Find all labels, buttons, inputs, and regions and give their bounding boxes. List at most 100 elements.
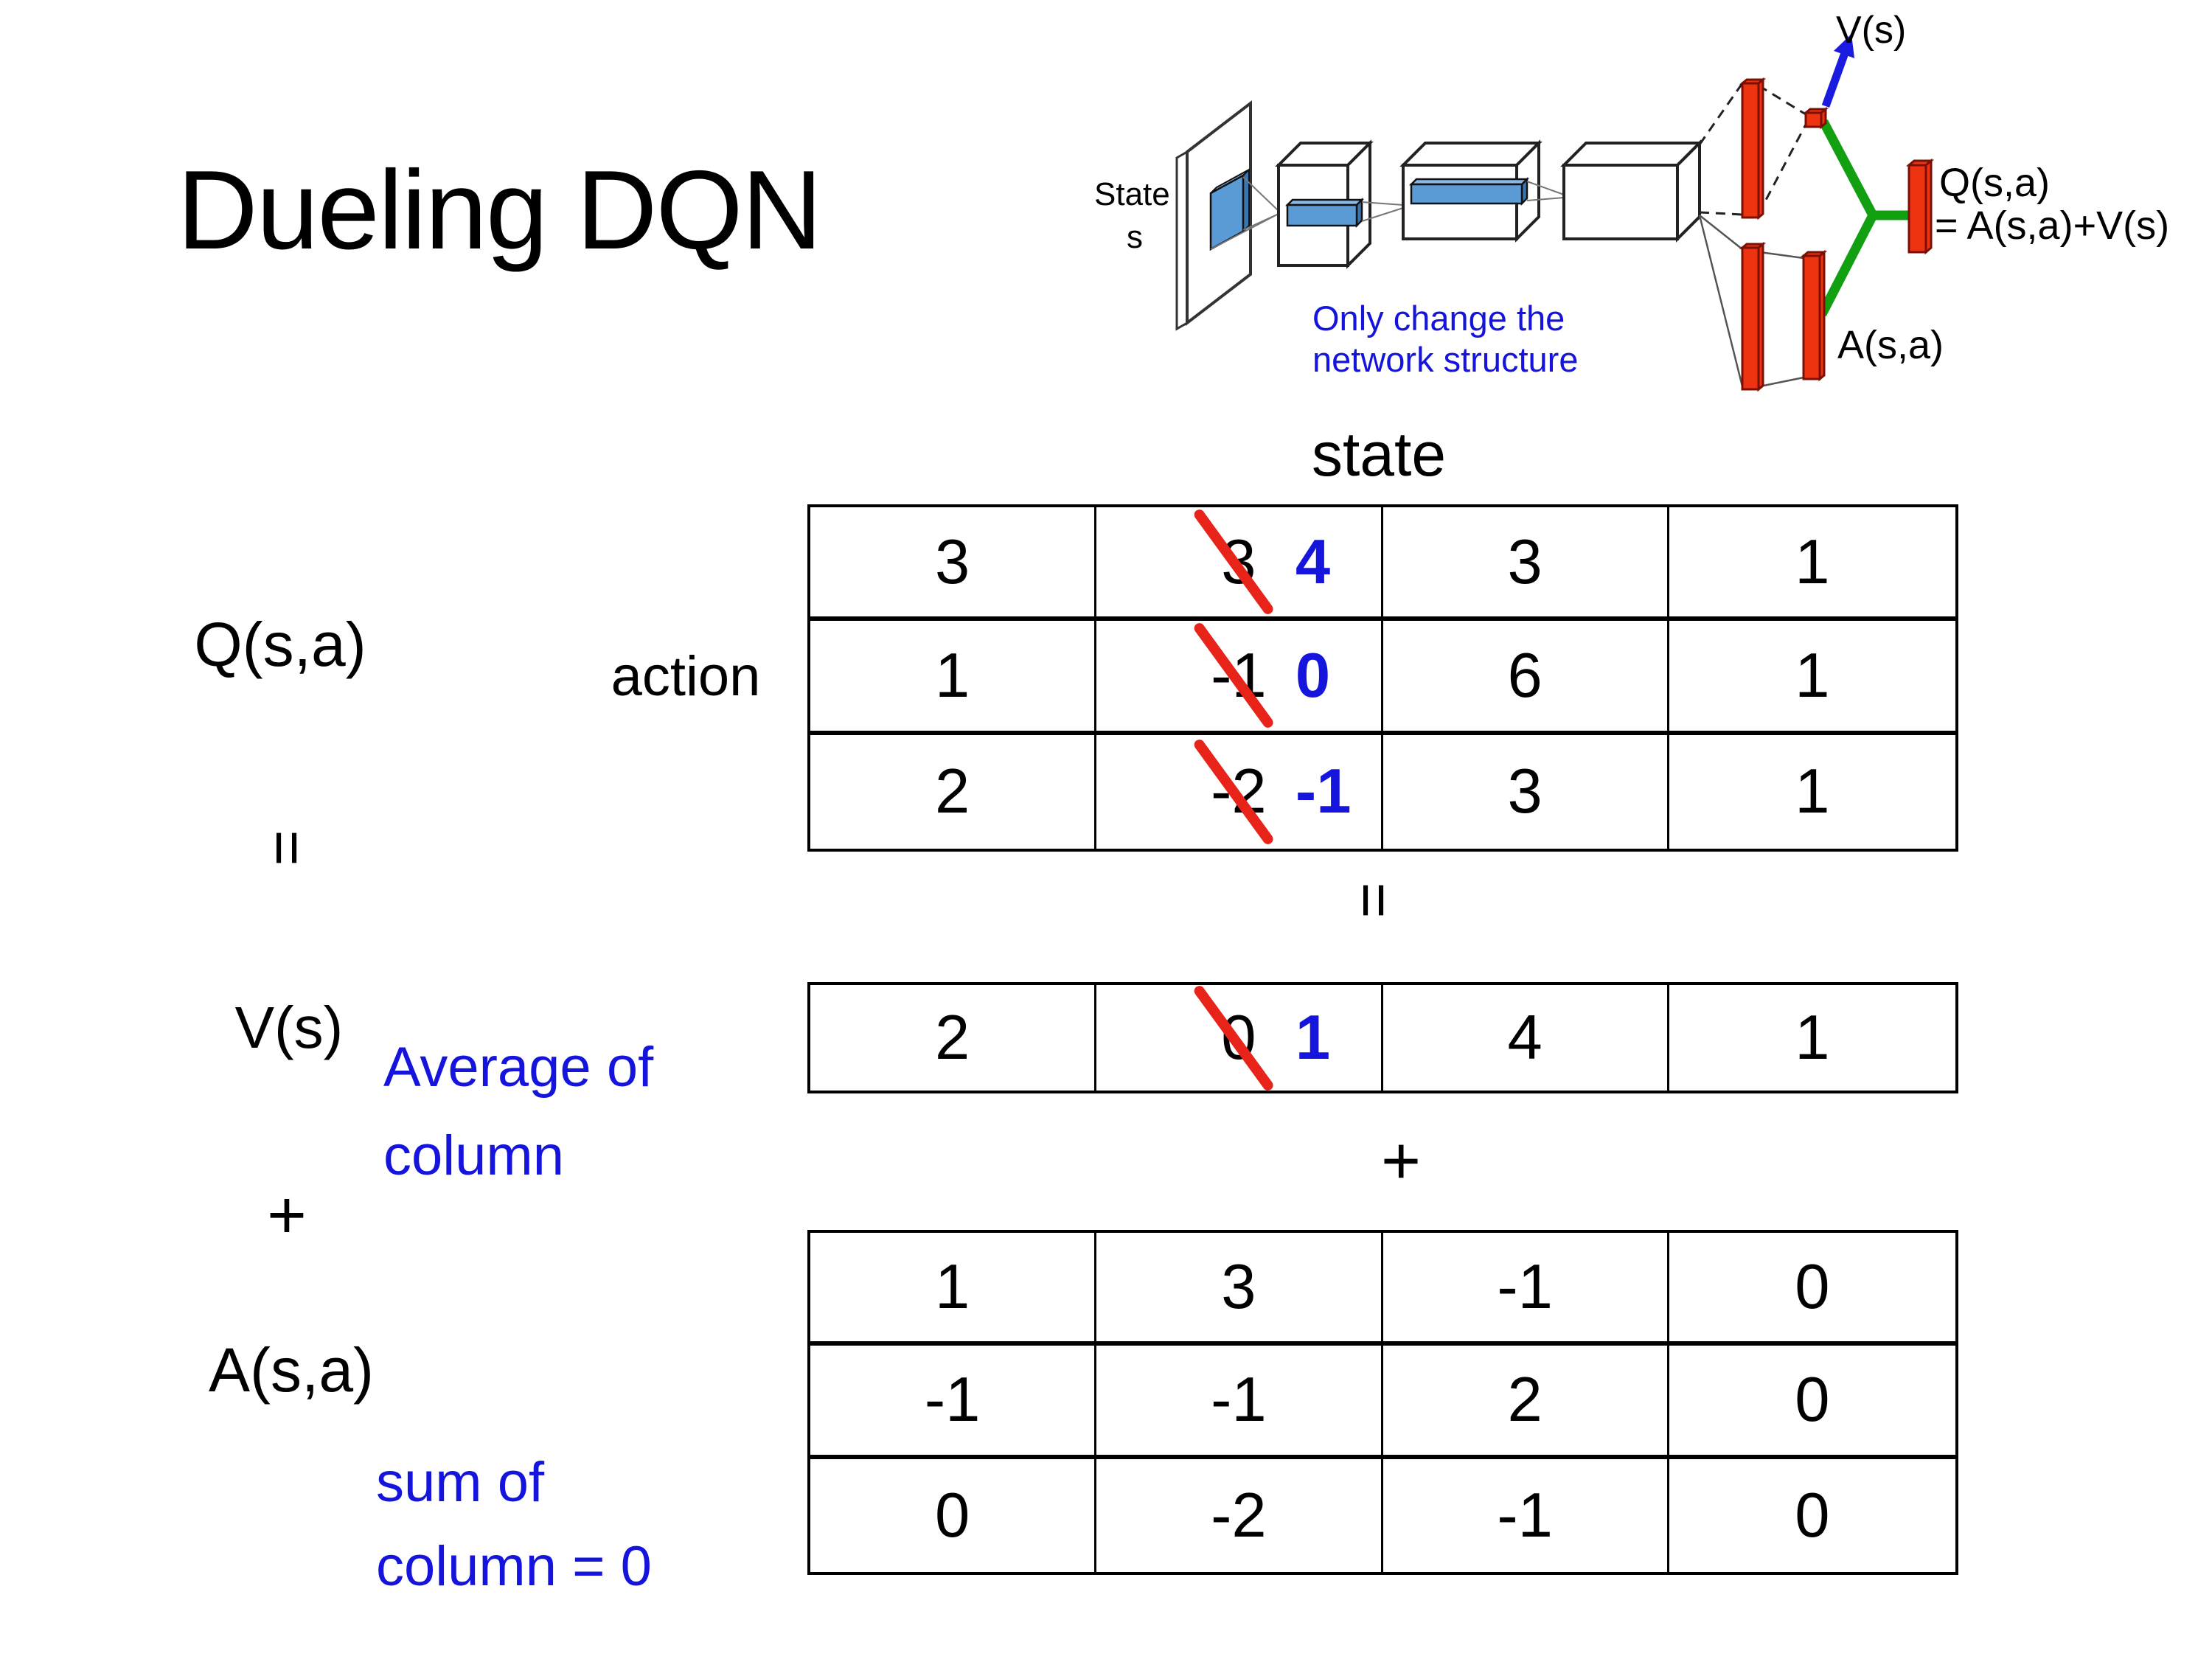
cell-value: 1 — [934, 1252, 970, 1323]
cell-value: 1 — [1795, 1003, 1830, 1073]
v-table-cell-r0-c0: 2 — [810, 985, 1097, 1091]
q-table-cell-r0-c1: 34 — [1096, 507, 1383, 622]
fc-bar-top — [1739, 77, 1767, 220]
cell-value: 3 — [1507, 757, 1543, 827]
q-table-cell-r0-c2: 3 — [1382, 507, 1669, 622]
feature-bar-2 — [1408, 176, 1530, 206]
cell-value: 6 — [1507, 640, 1543, 711]
cell-value: -1 — [1497, 1252, 1553, 1323]
a-table-cell-r2-c1: -2 — [1096, 1458, 1383, 1572]
a-table-cell-r2-c0: 0 — [810, 1458, 1097, 1572]
cell-value: 1 — [934, 640, 970, 711]
action-axis-label: action — [611, 645, 761, 708]
feature-bar-1 — [1284, 197, 1365, 229]
input-patch — [1209, 167, 1250, 251]
cell-value: 2 — [934, 1003, 970, 1073]
conv-lines-1 — [1210, 176, 1279, 250]
v-scalar-cube — [1802, 106, 1829, 130]
diagram-v-output-label: V(s) — [1836, 9, 1906, 52]
cell-value: 3 — [1221, 1252, 1256, 1323]
plus-sign-middle: + — [1363, 1141, 1439, 1181]
cell-value: -1 — [1497, 1480, 1553, 1551]
strike-line-icon — [1192, 983, 1276, 1093]
sum-of-column-note: sum of column = 0 — [376, 1441, 652, 1609]
average-of-column-note-line2: column — [383, 1124, 564, 1188]
conv-box-3 — [1560, 139, 1703, 243]
a-table-cell-r1-c2: 2 — [1382, 1346, 1669, 1459]
cell-value: 4 — [1507, 1003, 1543, 1073]
new-value: 1 — [1295, 1003, 1331, 1073]
cell-value: 0 — [1795, 1365, 1830, 1436]
v-table-cell-r0-c2: 4 — [1383, 985, 1669, 1091]
diagram-state-s-label: s — [1127, 219, 1143, 255]
new-value: 0 — [1295, 640, 1331, 711]
average-of-column-note: Average of column — [383, 1023, 653, 1200]
plus-sign-left: + — [267, 1178, 307, 1253]
a-table-cell-r0-c3: 0 — [1669, 1233, 1955, 1346]
cell-value: 1 — [1795, 526, 1830, 597]
q-table-cell-r1-c0: 1 — [810, 621, 1097, 735]
a-matrix-label: A(s,a) — [208, 1335, 375, 1405]
v-table-cell-r0-c1: 01 — [1096, 983, 1383, 1093]
diagram-q-output-label-line1: Q(s,a) — [1939, 161, 2050, 205]
cell-value: 1 — [1795, 640, 1830, 711]
cell-value: 3 — [1507, 526, 1543, 597]
fc-bar-bottom — [1739, 241, 1767, 392]
cell-value: -1 — [924, 1365, 981, 1436]
a-table-cell-r1-c1: -1 — [1096, 1346, 1383, 1459]
v-table: 2 01 4 1 — [807, 982, 1958, 1093]
equals-sign-middle: = — [1340, 882, 1410, 919]
v-arrow-icon — [1821, 34, 1854, 108]
new-value: 4 — [1295, 526, 1331, 597]
a-vector-bar — [1800, 249, 1828, 382]
sum-of-column-note-line1: sum of — [376, 1451, 545, 1514]
new-value: -1 — [1295, 757, 1352, 827]
diagram-q-output-label-line2: = A(s,a)+V(s) — [1935, 204, 2169, 248]
diagram-state-label: State — [1094, 176, 1170, 212]
fc-dashed-links — [1698, 83, 1807, 216]
cell-value: 0 — [934, 1480, 970, 1551]
state-axis-label: state — [1311, 420, 1447, 489]
equals-sign-left: = — [253, 830, 323, 866]
cell-value: -1 — [1211, 1365, 1267, 1436]
cell-value: 2 — [934, 757, 970, 827]
cell-value: 0 — [1795, 1480, 1830, 1551]
cell-value: 2 — [1507, 1365, 1543, 1436]
q-table-cell-r1-c3: 1 — [1669, 621, 1955, 735]
a-table-cell-r0-c1: 3 — [1096, 1233, 1383, 1346]
q-table-cell-r2-c2: 3 — [1383, 734, 1669, 849]
a-table-cell-r2-c3: 0 — [1669, 1459, 1955, 1572]
page-title: Dueling DQN — [177, 147, 822, 273]
q-table-cell-r2-c1: -2-1 — [1096, 734, 1383, 849]
a-table-cell-r0-c0: 1 — [810, 1233, 1097, 1346]
v-row-label: V(s) — [234, 995, 344, 1060]
q-matrix-label: Q(s,a) — [194, 610, 366, 679]
q-table-cell-r2-c0: 2 — [810, 734, 1097, 849]
q-table-cell-r2-c3: 1 — [1669, 735, 1955, 849]
conv-lines-3 — [1526, 181, 1565, 201]
cell-value: 0 — [1795, 1252, 1830, 1323]
cell-value: 1 — [1795, 757, 1830, 827]
fc-solid-links — [1698, 215, 1804, 388]
green-merge-lines — [1818, 119, 1909, 316]
q-table-cell-r1-c2: 6 — [1382, 621, 1669, 735]
q-table-cell-r0-c0: 3 — [810, 507, 1097, 622]
sum-of-column-note-line2: column = 0 — [376, 1535, 652, 1598]
v-table-cell-r0-c3: 1 — [1669, 985, 1955, 1091]
strike-line-icon — [1192, 507, 1276, 616]
conv-lines-2 — [1361, 201, 1404, 222]
q-table-cell-r1-c1: -10 — [1096, 621, 1383, 735]
diagram-note-line1: Only change the — [1312, 299, 1565, 338]
diagram-note-line2: network structure — [1312, 340, 1578, 379]
q-table-cell-r0-c3: 1 — [1669, 507, 1955, 622]
q-output-bar — [1905, 158, 1935, 255]
average-of-column-note-line1: Average of — [383, 1036, 654, 1099]
a-table-cell-r2-c2: -1 — [1383, 1458, 1669, 1572]
cell-value: 3 — [934, 526, 970, 597]
cell-value: -2 — [1211, 1480, 1267, 1551]
diagram-a-output-label: A(s,a) — [1837, 323, 1944, 367]
a-table: 1 3 -1 0 -1 -1 2 0 0 -2 -1 0 — [807, 1230, 1958, 1575]
a-table-cell-r0-c2: -1 — [1382, 1233, 1669, 1346]
